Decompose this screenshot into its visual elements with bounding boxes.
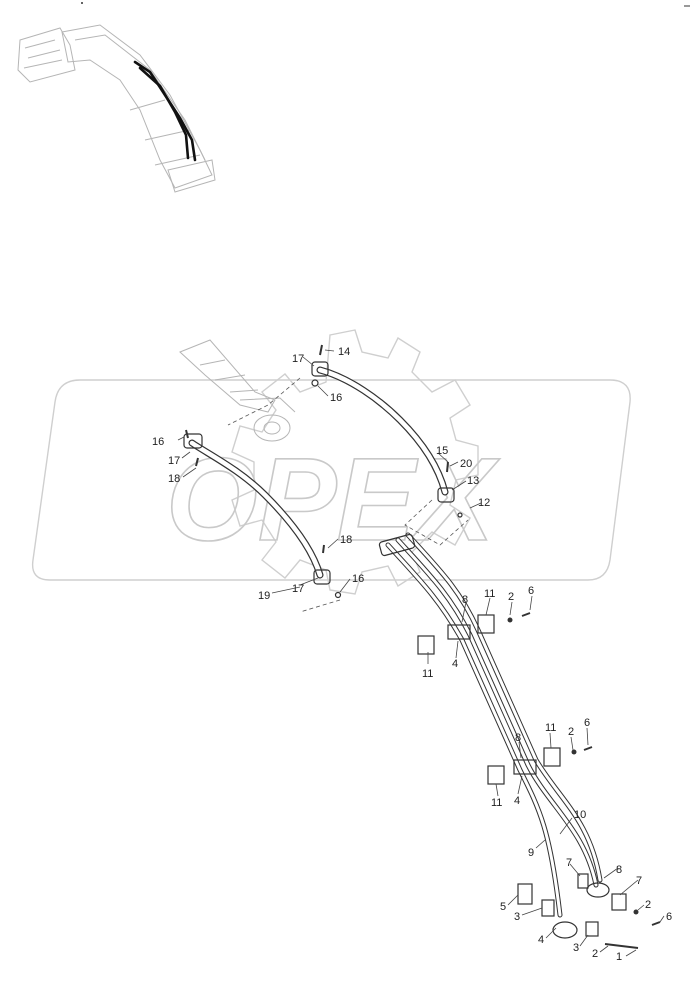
- callout-7: 7: [636, 875, 642, 887]
- callout-1: 1: [616, 951, 622, 963]
- callout-16: 16: [152, 436, 164, 448]
- callout-2: 2: [508, 591, 514, 603]
- callout-4: 4: [514, 795, 520, 807]
- callout-18: 18: [168, 473, 180, 485]
- callout-19: 19: [258, 590, 270, 602]
- callout-11: 11: [545, 722, 556, 734]
- assembly-dashes: [227, 377, 469, 613]
- leader-lines: [177, 349, 665, 957]
- callout-6: 6: [528, 585, 534, 597]
- callout-3: 3: [573, 942, 579, 954]
- excavator-boom-thumbnail: [17, 2, 690, 193]
- callout-13: 13: [467, 475, 479, 487]
- callout-14: 14: [338, 346, 350, 358]
- callout-2: 2: [592, 948, 598, 960]
- callout-8: 8: [462, 594, 468, 606]
- gear-logo-watermark: OPEX: [31, 329, 631, 595]
- callouts: 16 17 18 17 14 16 15 20 13 12 18 16 17 1…: [152, 346, 672, 963]
- callout-4: 4: [452, 658, 458, 670]
- callout-20: 20: [460, 458, 472, 470]
- callout-18: 18: [340, 534, 352, 546]
- callout-6: 6: [666, 911, 672, 923]
- callout-11: 11: [484, 588, 495, 600]
- callout-16: 16: [352, 573, 364, 585]
- hose-upper-left: [183, 433, 331, 585]
- callout-8: 8: [515, 732, 521, 744]
- callout-16: 16: [330, 392, 342, 404]
- callout-7: 7: [566, 857, 572, 869]
- callout-15: 15: [436, 445, 448, 457]
- callout-9: 9: [528, 847, 534, 859]
- callout-17: 17: [168, 455, 180, 467]
- fittings: [185, 344, 463, 599]
- callout-17: 17: [292, 583, 304, 595]
- callout-12: 12: [478, 497, 490, 509]
- boom-reference-sketch: [179, 339, 296, 442]
- callout-3: 3: [514, 911, 520, 923]
- callout-4: 4: [538, 934, 544, 946]
- clamps: [417, 612, 661, 949]
- callout-10: 10: [574, 809, 586, 821]
- callout-2: 2: [568, 726, 574, 738]
- callout-8: 8: [616, 864, 622, 876]
- watermark-text: OPEX: [166, 434, 500, 566]
- callout-11: 11: [422, 668, 433, 680]
- callout-17: 17: [292, 353, 304, 365]
- hose-upper-right: [311, 361, 455, 503]
- callout-5: 5: [500, 901, 506, 913]
- callout-11: 11: [491, 797, 502, 809]
- callout-2: 2: [645, 899, 651, 911]
- callout-6: 6: [584, 717, 590, 729]
